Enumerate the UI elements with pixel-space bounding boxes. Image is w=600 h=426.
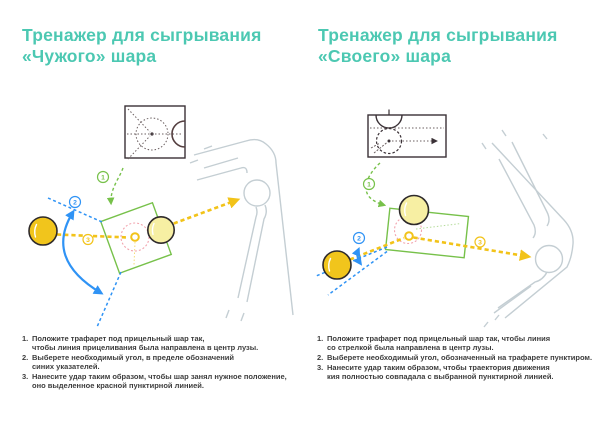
closeup-diagonal: [370, 142, 381, 149]
instructions-foreign-ball: 1. Положите трафарет под прицельный шар …: [22, 334, 308, 391]
step-number: 1.: [22, 334, 29, 343]
diagram-foreign-ball: 1 2 3: [28, 105, 294, 328]
ball-to-pocket-arrow: [166, 197, 241, 228]
step-3-badge: 3: [82, 233, 94, 246]
svg-text:3: 3: [86, 237, 90, 244]
line-to-pocket-arrow: [413, 236, 532, 261]
closeup-ball-outline: [135, 117, 169, 151]
closeup-center-dot: [387, 139, 391, 143]
faint-guide-line: [415, 223, 462, 230]
rail-cut-marks: [481, 129, 548, 328]
instruction-step: 3. Нанесите удар таким образом, чтобы ша…: [22, 372, 308, 390]
instruction-step: 2. Выберете необходимый угол, в пределе …: [22, 353, 308, 371]
step-2-badge: 2: [68, 195, 82, 209]
angle-range-arrow: [351, 247, 363, 266]
step-number: 2.: [22, 353, 29, 362]
step-number: 3.: [22, 372, 29, 381]
object-ball: [398, 194, 430, 226]
step-number: 1.: [317, 334, 324, 343]
step-text: Положите трафарет под прицельный шар так…: [327, 334, 551, 352]
step-text: Нанесите удар таким образом, чтобы траек…: [327, 363, 554, 381]
step-number: 2.: [317, 353, 324, 362]
table-cushion-edge: [246, 204, 267, 303]
step-text: Выберете необходимый угол, обозначенный …: [327, 353, 593, 362]
step-number: 3.: [317, 363, 324, 372]
svg-text:2: 2: [73, 199, 77, 206]
panel-title-own-ball: Тренажер для сыгрывания «Своего» шара: [318, 25, 558, 66]
cue-ball: [28, 216, 58, 246]
svg-text:2: 2: [357, 235, 361, 242]
rail-cut-marks: [189, 145, 245, 322]
angle-limit-line-lower: [96, 271, 122, 328]
table-outer-rail: [193, 138, 294, 316]
table-cushion-edge: [493, 285, 532, 314]
table-corner-pocket: [481, 129, 574, 328]
pocket-circle: [534, 244, 564, 274]
closeup-frame: [124, 105, 186, 159]
step-1-badge: 1: [362, 177, 376, 191]
object-ball: [147, 216, 176, 245]
svg-text:1: 1: [101, 174, 105, 181]
ball-highlight: [328, 257, 332, 272]
instructions-own-ball: 1. Положите трафарет под прицельный шар …: [317, 334, 600, 382]
table-cushion-edge: [196, 166, 248, 181]
ball-highlight: [34, 223, 38, 238]
step1-arrow: [106, 167, 124, 206]
ball-highlight: [404, 202, 408, 217]
instruction-step: 1. Положите трафарет под прицельный шар …: [317, 334, 600, 352]
closeup-pocket-arc: [171, 120, 186, 148]
faint-guide-line: [133, 241, 136, 266]
closeup-diagonal: [373, 142, 388, 154]
table-cushion-edge: [498, 158, 536, 239]
target-position-circle: [393, 215, 423, 245]
closeup-cue-ball-dashed: [375, 127, 403, 155]
angle-limit-line-lower: [327, 250, 388, 296]
template-closeup: [367, 109, 447, 158]
aim-point-ring: [404, 231, 414, 241]
angle-range-arc: [62, 209, 104, 295]
step-text: Выберете необходимый угол, в пределе обо…: [32, 353, 234, 371]
step1-arrow: [365, 162, 387, 208]
aiming-line: [56, 233, 129, 239]
svg-text:1: 1: [367, 181, 371, 188]
aim-point-ring: [130, 232, 140, 242]
step-text: Положите трафарет под прицельный шар так…: [32, 334, 259, 352]
template-rect: [384, 207, 470, 259]
ball-highlight: [151, 222, 155, 236]
table-cushion-edge: [511, 141, 550, 227]
pocket-circle: [243, 179, 271, 207]
cue-ball: [322, 250, 352, 280]
template-closeup: [124, 105, 186, 160]
table-outer-rail: [491, 142, 574, 319]
table-cushion-edge: [203, 157, 239, 169]
table-cushion-edge: [237, 206, 258, 299]
panel-title-foreign-ball: Тренажер для сыгрывания «Чужого» шара: [22, 25, 262, 66]
instruction-step: 1. Положите трафарет под прицельный шар …: [22, 334, 308, 352]
svg-text:3: 3: [478, 239, 482, 246]
table-corner-pocket: [189, 138, 294, 322]
closeup-frame: [367, 114, 447, 158]
table-cushion-edge: [497, 271, 548, 309]
step-3-badge: 3: [474, 236, 486, 248]
step-1-badge: 1: [96, 170, 110, 184]
instruction-step: 3. Нанесите удар таким образом, чтобы тр…: [317, 363, 600, 381]
step-text: Нанесите удар таким образом, чтобы шар з…: [32, 372, 287, 390]
step-2-badge: 2: [352, 231, 366, 245]
diagram-own-ball: 1 2 3: [315, 109, 574, 328]
instruction-step: 2. Выберете необходимый угол, обозначенн…: [317, 353, 600, 362]
